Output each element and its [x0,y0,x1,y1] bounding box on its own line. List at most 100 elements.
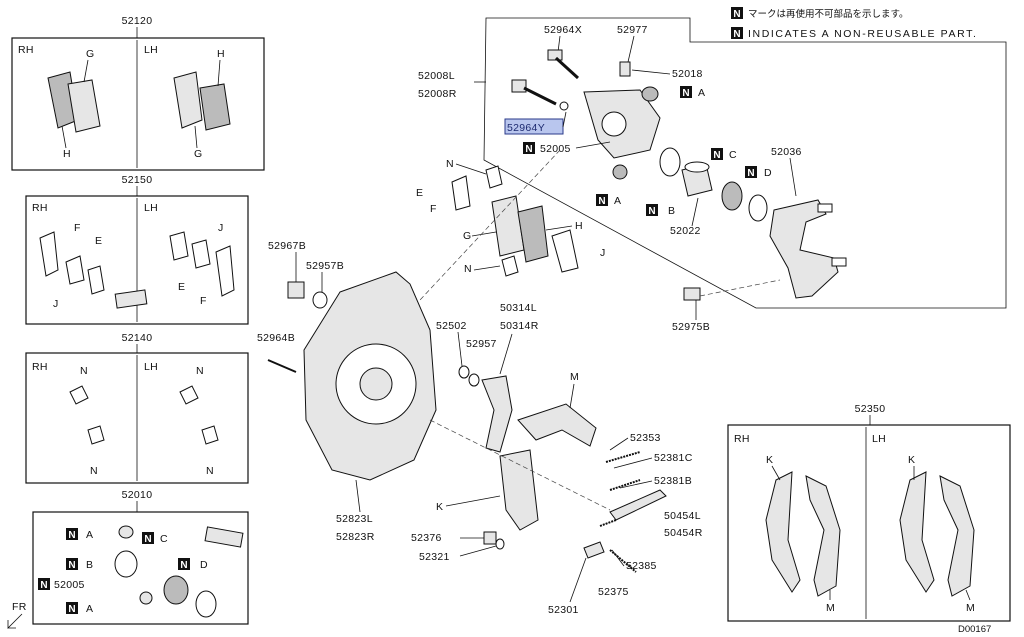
clip-icon [451,175,471,211]
svg-text:52957B: 52957B [306,260,344,272]
piston-boot-icon [721,181,743,211]
disc-pads-exploded[interactable]: N E F G H J N [416,158,606,277]
shim-icon [39,231,59,277]
part-52964Y-label: 52964Y [507,122,545,134]
backing-plate-assembly[interactable]: 52967B 52957B 52964B 52823L 52823R 52502… [257,240,703,616]
diagram-code: D00167 [958,624,991,635]
grease-pack-icon [114,289,148,309]
rh-label: RH [18,44,34,56]
legend-en-text: INDICATES A NON-REUSABLE PART. [748,28,977,40]
brake-pad-icon [199,83,231,131]
svg-text:FR: FR [12,601,27,613]
svg-text:52977: 52977 [617,24,648,36]
svg-text:52353: 52353 [630,432,661,444]
spring-icon [599,519,617,527]
svg-text:52964X: 52964X [544,24,582,36]
parking-lever-icon [481,375,513,453]
washer-icon [458,365,470,379]
svg-text:K: K [908,454,915,466]
shoe-set-part-number: 52350 [855,403,886,415]
bolt-icon [511,79,527,93]
svg-text:B: B [86,559,93,571]
grease-pack-icon [204,526,244,548]
svg-text:J: J [600,247,606,259]
boot-icon [641,86,659,102]
svg-text:N: N [733,29,740,40]
svg-text:LH: LH [144,202,158,214]
clip-icon [65,255,85,285]
piston-boot-icon [163,575,189,605]
brake-pad-icon [517,205,549,263]
brake-pad-icon [173,71,203,129]
spring-icon [609,479,641,491]
svg-text:RH: RH [32,361,48,373]
svg-text:LH: LH [872,433,886,445]
brake-shoe-icon [765,471,801,593]
clip-icon [169,231,189,261]
svg-text:N: N [68,560,75,571]
svg-text:N: N [598,196,605,207]
svg-text:RH: RH [734,433,750,445]
brake-shoe-icon [517,403,597,447]
brake-shoe-icon [939,475,975,597]
anti-squeal-box[interactable]: 52140 RH LH N N N N [25,332,249,484]
svg-text:50314R: 50314R [500,320,539,332]
pad-clip-box[interactable]: 52150 RH LH F E J J E F [25,174,249,325]
svg-text:B: B [668,205,675,217]
svg-text:52301: 52301 [548,604,579,616]
svg-text:N: N [747,168,754,179]
lh-label: LH [144,44,158,56]
svg-text:52964B: 52964B [257,332,295,344]
shoe-set-box[interactable]: 52350 RH LH K M K M [727,403,1011,622]
spring-icon [609,549,637,573]
svg-text:E: E [416,187,423,199]
svg-text:50454R: 50454R [664,527,703,539]
pad-set-box[interactable]: 52120 RH LH G H H G [11,15,265,171]
svg-text:D: D [200,559,208,571]
svg-text:52967B: 52967B [268,240,306,252]
nut-icon [287,281,305,299]
clip-icon [87,265,105,295]
spring-clip-icon [69,385,89,405]
svg-text:52381C: 52381C [654,452,693,464]
spring-clip-icon [201,425,219,445]
svg-text:N: N [196,365,204,377]
seal-kit-part-number: 52010 [122,489,153,501]
svg-text:N: N [90,465,98,477]
svg-text:52381B: 52381B [654,475,692,487]
svg-text:N: N [464,263,472,275]
svg-text:A: A [698,87,705,99]
svg-text:F: F [74,222,81,234]
svg-text:N: N [648,206,655,217]
svg-text:D: D [764,167,772,179]
svg-text:G: G [463,230,471,242]
caliper-assembly[interactable]: 52008L 52008R 52964X 52977 52018 N A 529… [418,17,1007,333]
front-arrow-icon [7,613,23,629]
shim-icon [215,245,235,297]
spring-clip-icon [87,425,105,445]
legend: N マークは再使用不可部品を示します。 N INDICATES A NON-RE… [731,7,977,40]
seal-kit-box[interactable]: 52010 N A N B N 52005 N A N C N D [32,489,249,625]
anti-squeal-part-number: 52140 [122,332,153,344]
adjuster-screw-icon [583,541,605,559]
svg-text:52502: 52502 [436,320,467,332]
svg-text:H: H [217,48,225,60]
svg-text:C: C [729,149,737,161]
spring-icon [605,451,641,463]
svg-text:50314L: 50314L [500,302,537,314]
svg-text:N: N [682,88,689,99]
brake-shoe-icon [499,449,539,531]
svg-text:52376: 52376 [411,532,442,544]
explode-guides [419,149,781,511]
spring-clip-icon [179,385,199,405]
svg-text:52008L: 52008L [418,70,455,82]
svg-text:N: N [68,530,75,541]
svg-text:F: F [430,203,437,215]
pad-set-part-number: 52120 [122,15,153,27]
caliper-support-icon [769,199,839,299]
bolt-icon [547,49,563,61]
svg-text:G: G [194,148,202,160]
svg-text:G: G [86,48,94,60]
bleeder-screw-icon [619,61,631,77]
boot-icon [612,164,628,180]
